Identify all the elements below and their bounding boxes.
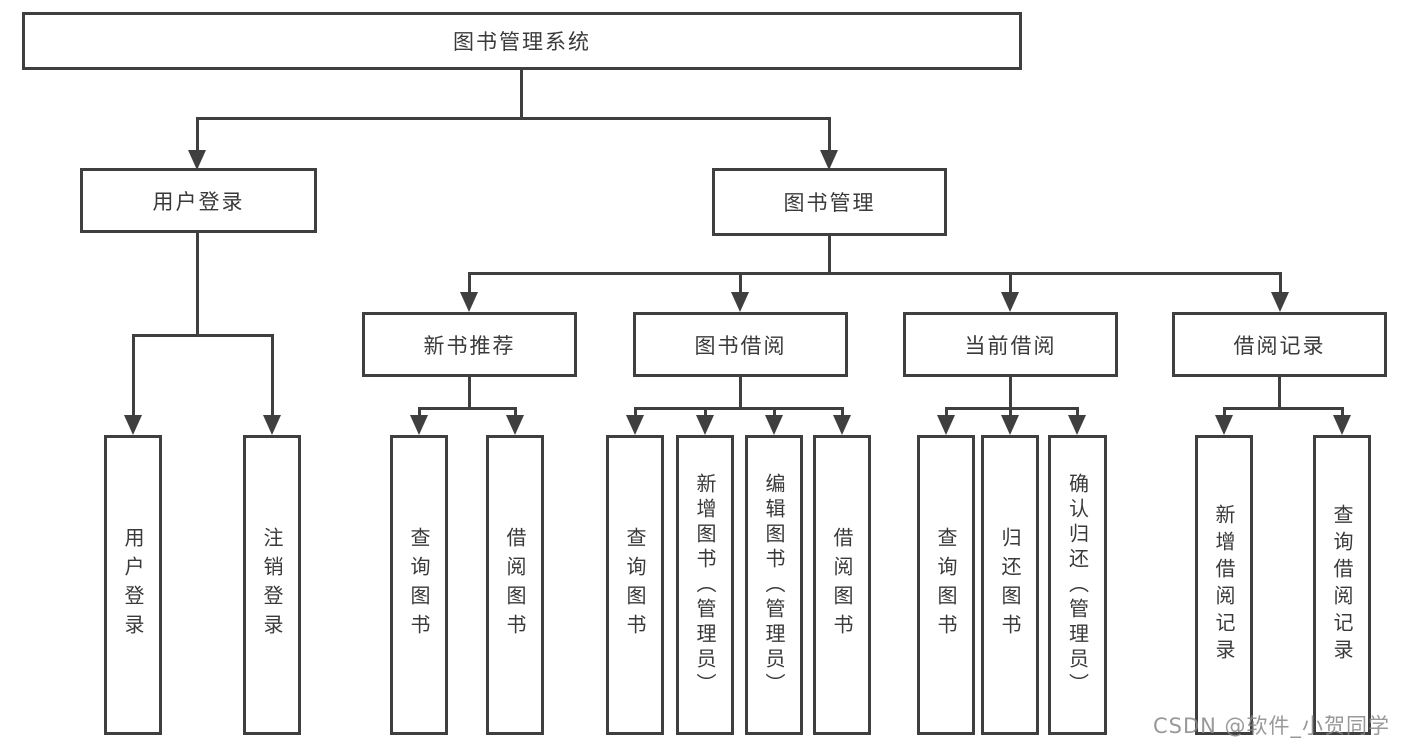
edge-to-current-borrow-stem	[1009, 272, 1012, 294]
edge-to-borrow-record-stem	[1279, 272, 1282, 294]
edge-current-borrow-stem	[1009, 377, 1012, 408]
edge-book-borrow-stem	[739, 377, 742, 408]
edge-to-bb-add-book-arrowhead-down-icon	[696, 415, 714, 435]
leaf-bb-borrow-book: 借阅图书	[813, 435, 871, 735]
leaf-bb-query-book-label: 查询图书	[623, 527, 647, 643]
edge-to-rec-borrow-book-arrowhead-down-icon	[506, 415, 524, 435]
edge-to-br-query-record-arrowhead-down-icon	[1333, 415, 1351, 435]
leaf-cb-confirm-return-label: 确认归还（管理员）	[1065, 472, 1090, 698]
leaf-bb-edit-book: 编辑图书（管理员）	[745, 435, 803, 735]
edge-to-rec-borrow-book-stem	[514, 407, 517, 417]
leaf-user-login: 用户登录	[104, 435, 162, 735]
edge-to-bb-query-book-stem	[634, 407, 637, 417]
edge-to-cb-confirm-return-stem	[1076, 407, 1079, 417]
leaf-user-login-label: 用户登录	[121, 527, 145, 643]
node-current-borrow-label: 当前借阅	[964, 333, 1057, 358]
edge-book-mgmt-stem	[828, 236, 831, 273]
edge-to-leaf-user-login-stem	[132, 334, 135, 417]
leaf-br-add-record: 新增借阅记录	[1195, 435, 1253, 735]
edge-to-book-mgmt-stem	[828, 117, 831, 152]
edge-book-mgmt-split	[468, 272, 1281, 275]
edge-to-bb-borrow-book-arrowhead-down-icon	[833, 415, 851, 435]
edge-root-split	[196, 117, 831, 120]
leaf-bb-query-book: 查询图书	[606, 435, 664, 735]
edge-to-book-borrow-stem	[739, 272, 742, 294]
leaf-rec-query-book-label: 查询图书	[407, 527, 431, 643]
edge-to-user-login-arrowhead-down-icon	[188, 150, 206, 170]
leaf-bb-add-book-label: 新增图书（管理员）	[693, 472, 717, 698]
edge-user-login-split	[132, 334, 274, 337]
csdn-watermark: CSDN @软件_小贺同学	[1153, 714, 1391, 738]
leaf-rec-borrow-book-label: 借阅图书	[503, 527, 527, 643]
edge-to-br-add-record-arrowhead-down-icon	[1215, 415, 1233, 435]
edge-to-cb-return-book-arrowhead-down-icon	[1001, 415, 1019, 435]
leaf-rec-borrow-book: 借阅图书	[486, 435, 544, 735]
edge-to-cb-confirm-return-arrowhead-down-icon	[1068, 415, 1086, 435]
edge-to-bb-edit-book-arrowhead-down-icon	[765, 415, 783, 435]
edge-new-book-rec-split	[418, 407, 516, 410]
leaf-cb-query-book-label: 查询图书	[934, 527, 958, 643]
leaf-cb-query-book: 查询图书	[917, 435, 975, 735]
edge-to-leaf-user-login-arrowhead-down-icon	[124, 415, 142, 435]
edge-to-cb-query-book-arrowhead-down-icon	[937, 415, 955, 435]
edge-to-user-login-stem	[196, 117, 199, 152]
edge-to-bb-add-book-stem	[704, 407, 707, 417]
edge-to-bb-borrow-book-stem	[841, 407, 844, 417]
edge-to-rec-query-book-arrowhead-down-icon	[410, 415, 428, 435]
edge-borrow-record-split	[1223, 407, 1343, 410]
edge-to-current-borrow-arrowhead-down-icon	[1001, 292, 1019, 312]
node-book-mgmt: 图书管理	[712, 168, 947, 236]
node-user-login: 用户登录	[80, 168, 317, 233]
node-book-borrow: 图书借阅	[633, 312, 848, 377]
edge-to-cb-query-book-stem	[945, 407, 948, 417]
edge-to-leaf-logout-arrowhead-down-icon	[263, 415, 281, 435]
leaf-bb-borrow-book-label: 借阅图书	[830, 527, 854, 643]
leaf-br-query-record: 查询借阅记录	[1313, 435, 1371, 735]
edge-to-book-borrow-arrowhead-down-icon	[731, 292, 749, 312]
edge-to-leaf-logout-stem	[271, 334, 274, 417]
leaf-br-add-record-label: 新增借阅记录	[1212, 504, 1236, 666]
node-user-login-label: 用户登录	[152, 189, 245, 214]
leaf-br-query-record-label: 查询借阅记录	[1330, 504, 1354, 666]
leaf-cb-return-book-label: 归还图书	[998, 527, 1022, 643]
edge-to-new-book-rec-stem	[468, 272, 471, 294]
leaf-cb-return-book: 归还图书	[981, 435, 1039, 735]
leaf-logout-login: 注销登录	[243, 435, 301, 735]
leaf-cb-confirm-return: 确认归还（管理员）	[1048, 435, 1107, 735]
node-current-borrow: 当前借阅	[903, 312, 1118, 377]
node-root-label: 图书管理系统	[453, 30, 591, 54]
edge-to-rec-query-book-stem	[418, 407, 421, 417]
node-new-book-rec-label: 新书推荐	[423, 333, 516, 358]
edge-to-bb-query-book-arrowhead-down-icon	[626, 415, 644, 435]
edge-to-book-mgmt-arrowhead-down-icon	[820, 150, 838, 170]
edge-to-new-book-rec-arrowhead-down-icon	[460, 292, 478, 312]
edge-to-br-query-record-stem	[1341, 407, 1344, 417]
edge-user-login-stem	[196, 233, 199, 335]
leaf-rec-query-book: 查询图书	[390, 435, 448, 735]
edge-root-stem	[520, 70, 523, 118]
node-borrow-record: 借阅记录	[1172, 312, 1387, 377]
leaf-logout-login-label: 注销登录	[260, 527, 284, 643]
node-borrow-record-label: 借阅记录	[1233, 333, 1326, 358]
leaf-bb-edit-book-label: 编辑图书（管理员）	[762, 472, 786, 698]
edge-borrow-record-stem	[1278, 377, 1281, 408]
edge-to-bb-edit-book-stem	[773, 407, 776, 417]
node-new-book-rec: 新书推荐	[362, 312, 577, 377]
edge-new-book-rec-stem	[468, 377, 471, 408]
edge-to-cb-return-book-stem	[1009, 407, 1012, 417]
node-root: 图书管理系统	[22, 12, 1022, 70]
node-book-borrow-label: 图书借阅	[694, 333, 787, 358]
edge-book-borrow-split	[634, 407, 843, 410]
edge-to-borrow-record-arrowhead-down-icon	[1271, 292, 1289, 312]
leaf-bb-add-book: 新增图书（管理员）	[676, 435, 734, 735]
node-book-mgmt-label: 图书管理	[783, 191, 876, 215]
edge-to-br-add-record-stem	[1223, 407, 1226, 417]
